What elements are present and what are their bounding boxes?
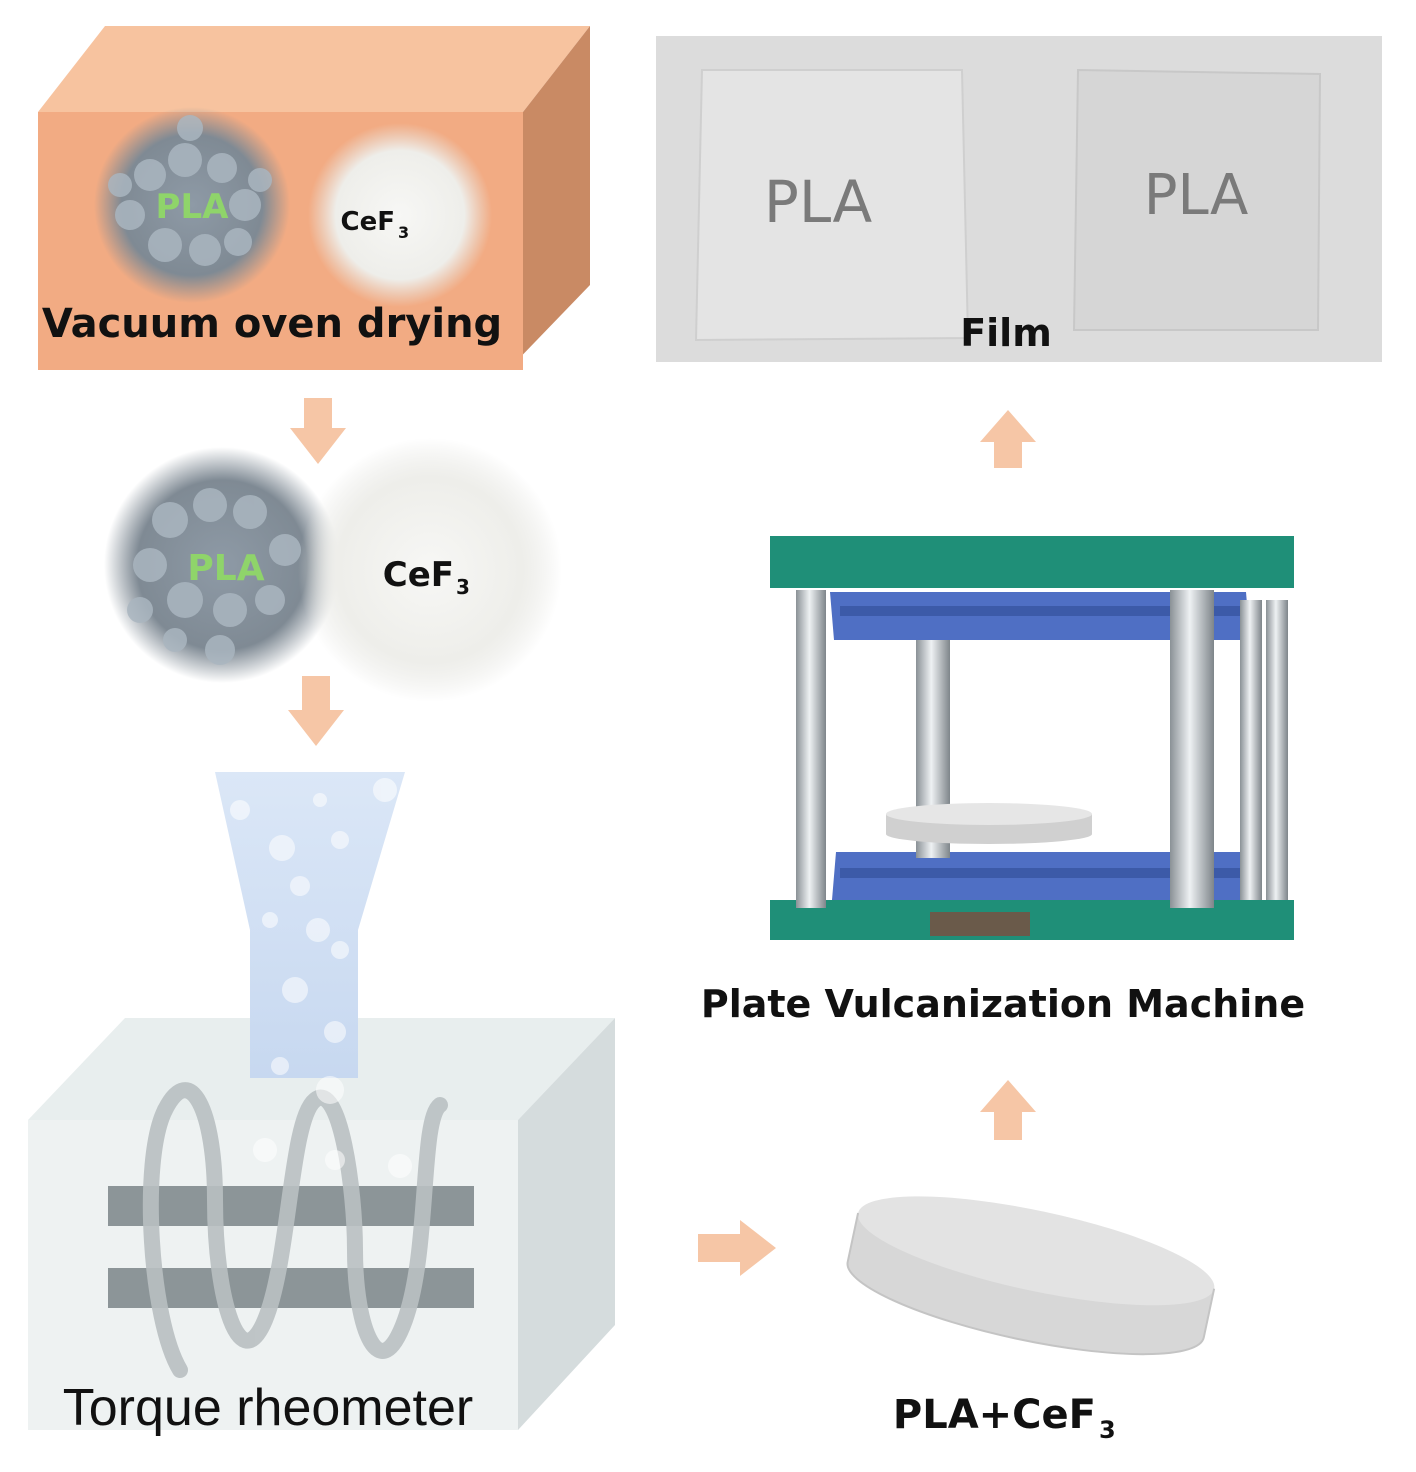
arrow-up-icon (980, 1080, 1036, 1140)
pellet-disc-icon (846, 1196, 1216, 1356)
film-label: Film (960, 311, 1052, 355)
arrow-up-icon (980, 410, 1036, 468)
cef3-powder-icon (308, 123, 492, 307)
pellet-label-subscript: 3 (1099, 1416, 1116, 1444)
oven-cef-label: CeF (341, 207, 395, 237)
screw-icon (142, 1082, 448, 1378)
arrow-right-icon (698, 1220, 776, 1276)
mix-cef-subscript: 3 (456, 575, 470, 599)
mix-cef-label: CeF (383, 555, 454, 595)
pellet-label: PLA+CeF (893, 1392, 1096, 1438)
press-machine-icon (770, 536, 1294, 940)
pla-pellets-icon (94, 107, 290, 303)
arrow-down-icon (288, 676, 344, 746)
film-right-text: PLA (1144, 163, 1249, 228)
film-photo (656, 36, 1382, 362)
press-label: Plate Vulcanization Machine (701, 982, 1305, 1026)
film-sheet-icon (694, 69, 970, 342)
rheometer-label: Torque rheometer (63, 1379, 473, 1437)
oven-label: Vacuum oven drying (42, 301, 502, 347)
oven-pla-label: PLA (156, 187, 230, 227)
cef3-powder-icon (298, 438, 562, 702)
mix-pla-label: PLA (187, 548, 264, 589)
oven-cef-subscript: 3 (398, 223, 409, 242)
arrow-down-icon (290, 398, 346, 464)
film-sheet-icon (1072, 68, 1322, 331)
mixed-materials (104, 438, 562, 702)
funnel-icon (215, 772, 412, 1178)
film-left-text: PLA (764, 168, 873, 236)
